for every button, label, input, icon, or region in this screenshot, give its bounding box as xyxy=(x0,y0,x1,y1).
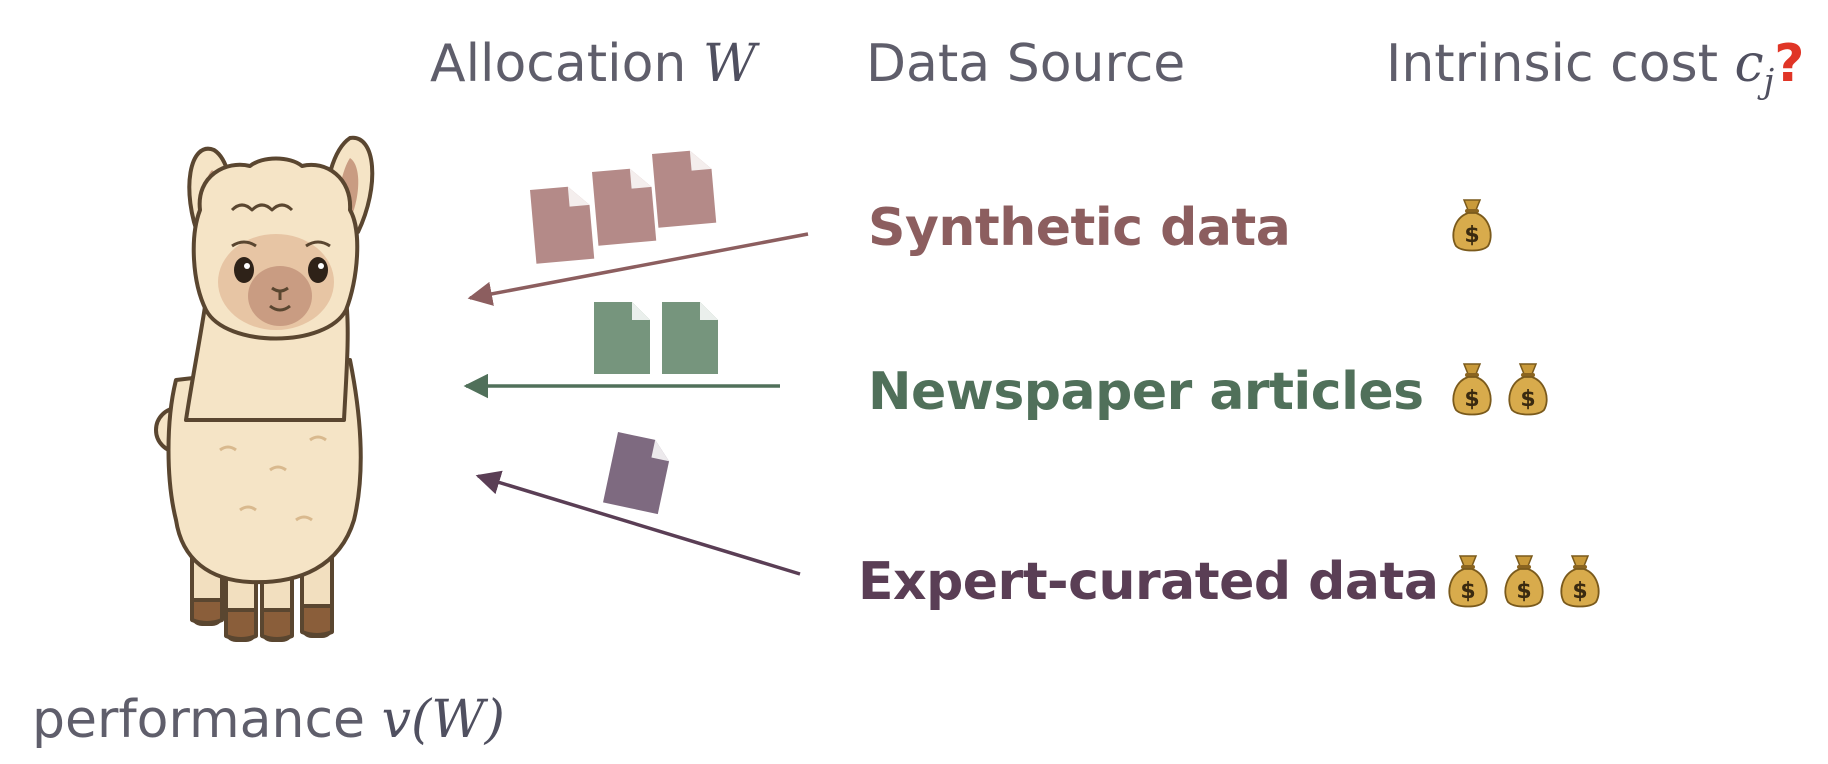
source-expert-curated-data: Expert-curated data xyxy=(858,552,1439,612)
performance-symbol: v(W) xyxy=(381,690,505,750)
performance-label: performance v(W) xyxy=(32,690,505,750)
money-bag-icon: $ xyxy=(1448,555,1488,608)
data-source-header: Data Source xyxy=(866,34,1186,94)
source-synthetic-data: Synthetic data xyxy=(868,198,1291,258)
document-icon xyxy=(530,186,595,264)
intrinsic-cost-header: Intrinsic cost cj? xyxy=(1386,34,1804,101)
document-icon xyxy=(594,302,650,374)
svg-text:$: $ xyxy=(1520,387,1535,412)
money-bag-icon: $ xyxy=(1504,555,1544,608)
cost-symbol: cj xyxy=(1734,34,1775,102)
allocation-symbol: W xyxy=(702,34,757,94)
document-icon xyxy=(592,168,657,246)
document-icon xyxy=(603,432,670,515)
money-bag-icon: $ xyxy=(1560,555,1600,608)
llama-icon xyxy=(154,135,375,642)
svg-text:$: $ xyxy=(1464,223,1479,248)
svg-text:$: $ xyxy=(1464,387,1479,412)
arrow-synthetic xyxy=(467,232,809,306)
money-bag-icon: $ xyxy=(1508,363,1548,416)
svg-text:$: $ xyxy=(1572,579,1587,604)
question-mark-icon: ? xyxy=(1774,34,1805,94)
performance-text: performance xyxy=(32,690,366,750)
arrow-expert xyxy=(475,470,801,576)
money-bag-icon: $ xyxy=(1452,363,1492,416)
cost-expert: $ $ $ xyxy=(1446,552,1602,608)
cost-synthetic: $ xyxy=(1450,196,1494,252)
allocation-header: Allocation W xyxy=(430,34,756,94)
svg-text:$: $ xyxy=(1516,579,1531,604)
cost-label: Intrinsic cost xyxy=(1386,34,1719,94)
money-bag-icon: $ xyxy=(1452,199,1492,252)
svg-text:$: $ xyxy=(1460,579,1475,604)
cost-newspaper: $ $ xyxy=(1450,360,1550,416)
document-icon xyxy=(652,150,717,228)
source-newspaper-articles: Newspaper articles xyxy=(868,362,1424,422)
allocation-label: Allocation xyxy=(430,34,687,94)
document-icon xyxy=(662,302,718,374)
